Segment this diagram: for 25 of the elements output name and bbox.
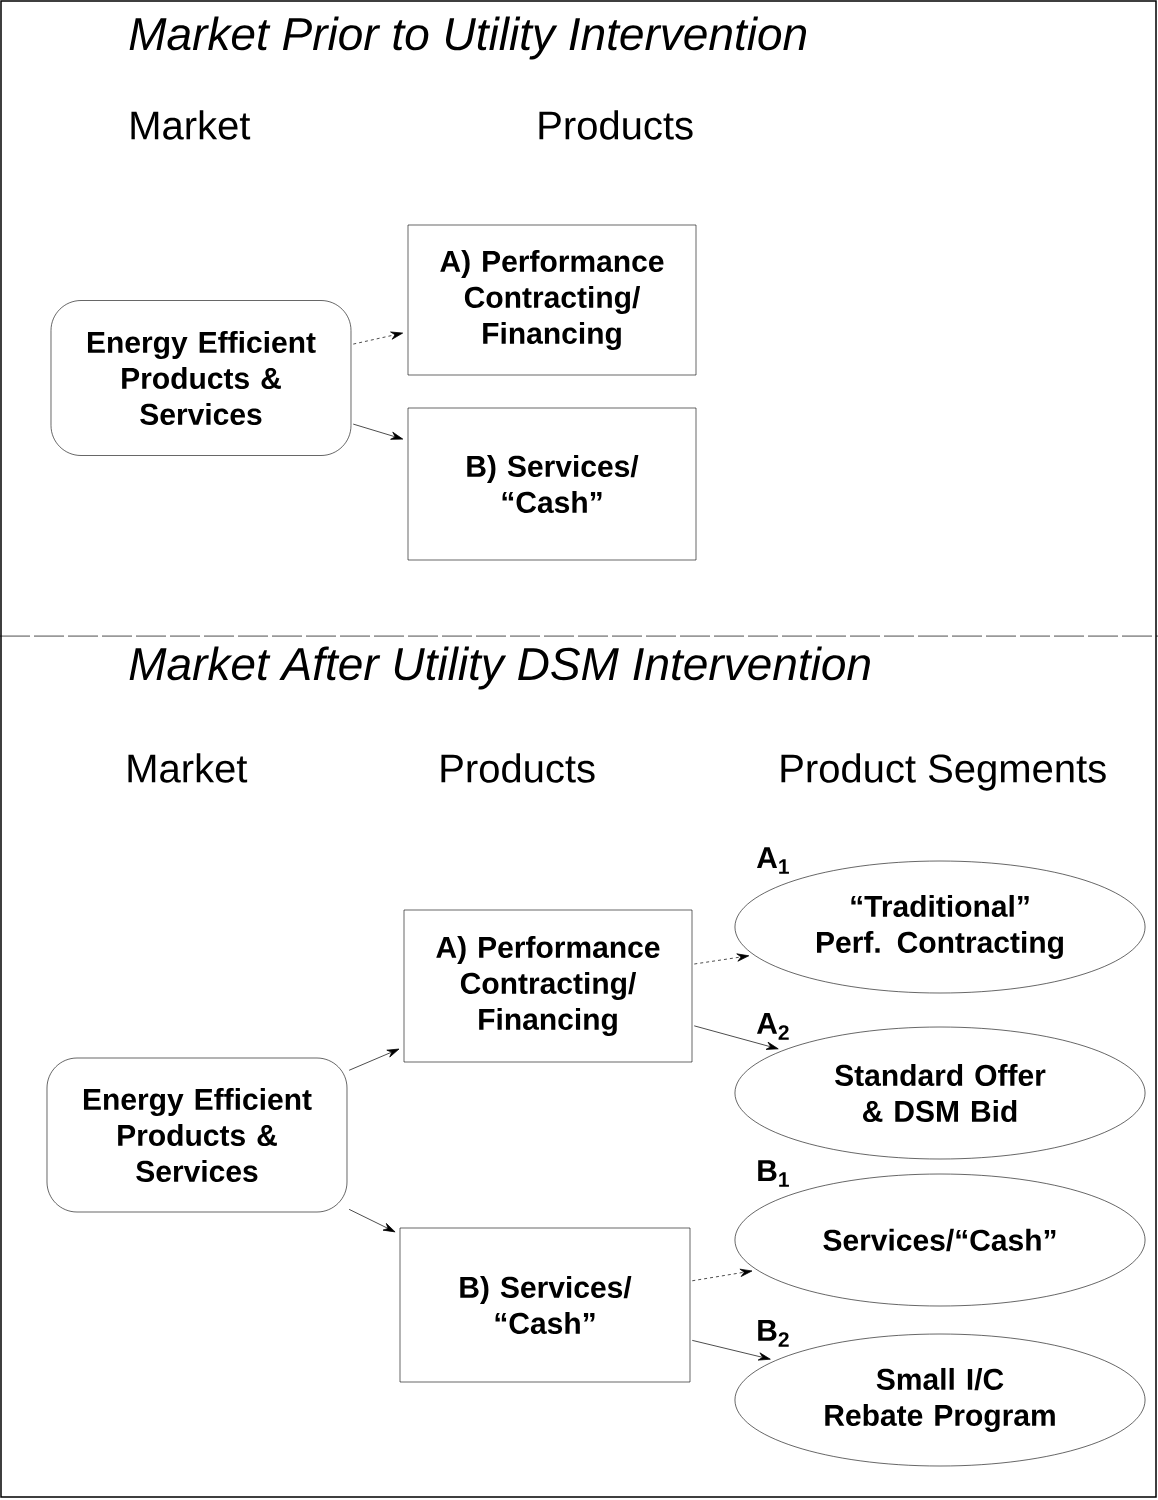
product-box: B) Services/ “Cash” <box>407 407 697 561</box>
product-box: A) Performance Contracting/ Financing <box>403 909 693 1063</box>
segment-label: A$_{2}$ <box>756 1013 789 1040</box>
product-box: B) Services/ “Cash” <box>399 1227 691 1383</box>
product-box: A) Performance Contracting/ Financing <box>407 224 697 376</box>
segment-label: A$_{1}$ <box>756 847 789 874</box>
column-heading: Market <box>128 753 248 783</box>
arrow <box>691 1268 753 1282</box>
arrow <box>352 423 404 440</box>
arrow <box>691 1340 771 1361</box>
arrow <box>693 1025 779 1050</box>
arrow <box>348 1209 396 1233</box>
arrow <box>693 953 750 965</box>
column-heading: Products <box>539 110 693 140</box>
column-heading: Product Segments <box>781 753 1106 791</box>
section-heading: Market After Utility DSM Intervention <box>129 646 870 690</box>
market-box: Energy Efficient Products & Services <box>46 1057 348 1213</box>
column-heading: Market <box>131 110 251 140</box>
column-heading: Products <box>441 753 595 783</box>
arrow <box>348 1048 400 1071</box>
segment-label: B$_{2}$ <box>758 1320 789 1347</box>
section-heading: Market Prior to Utility Intervention <box>129 16 807 60</box>
segment-label: B$_{1}$ <box>758 1160 789 1187</box>
market-box: Energy Efficient Products & Services <box>50 300 352 456</box>
arrow <box>352 331 404 345</box>
